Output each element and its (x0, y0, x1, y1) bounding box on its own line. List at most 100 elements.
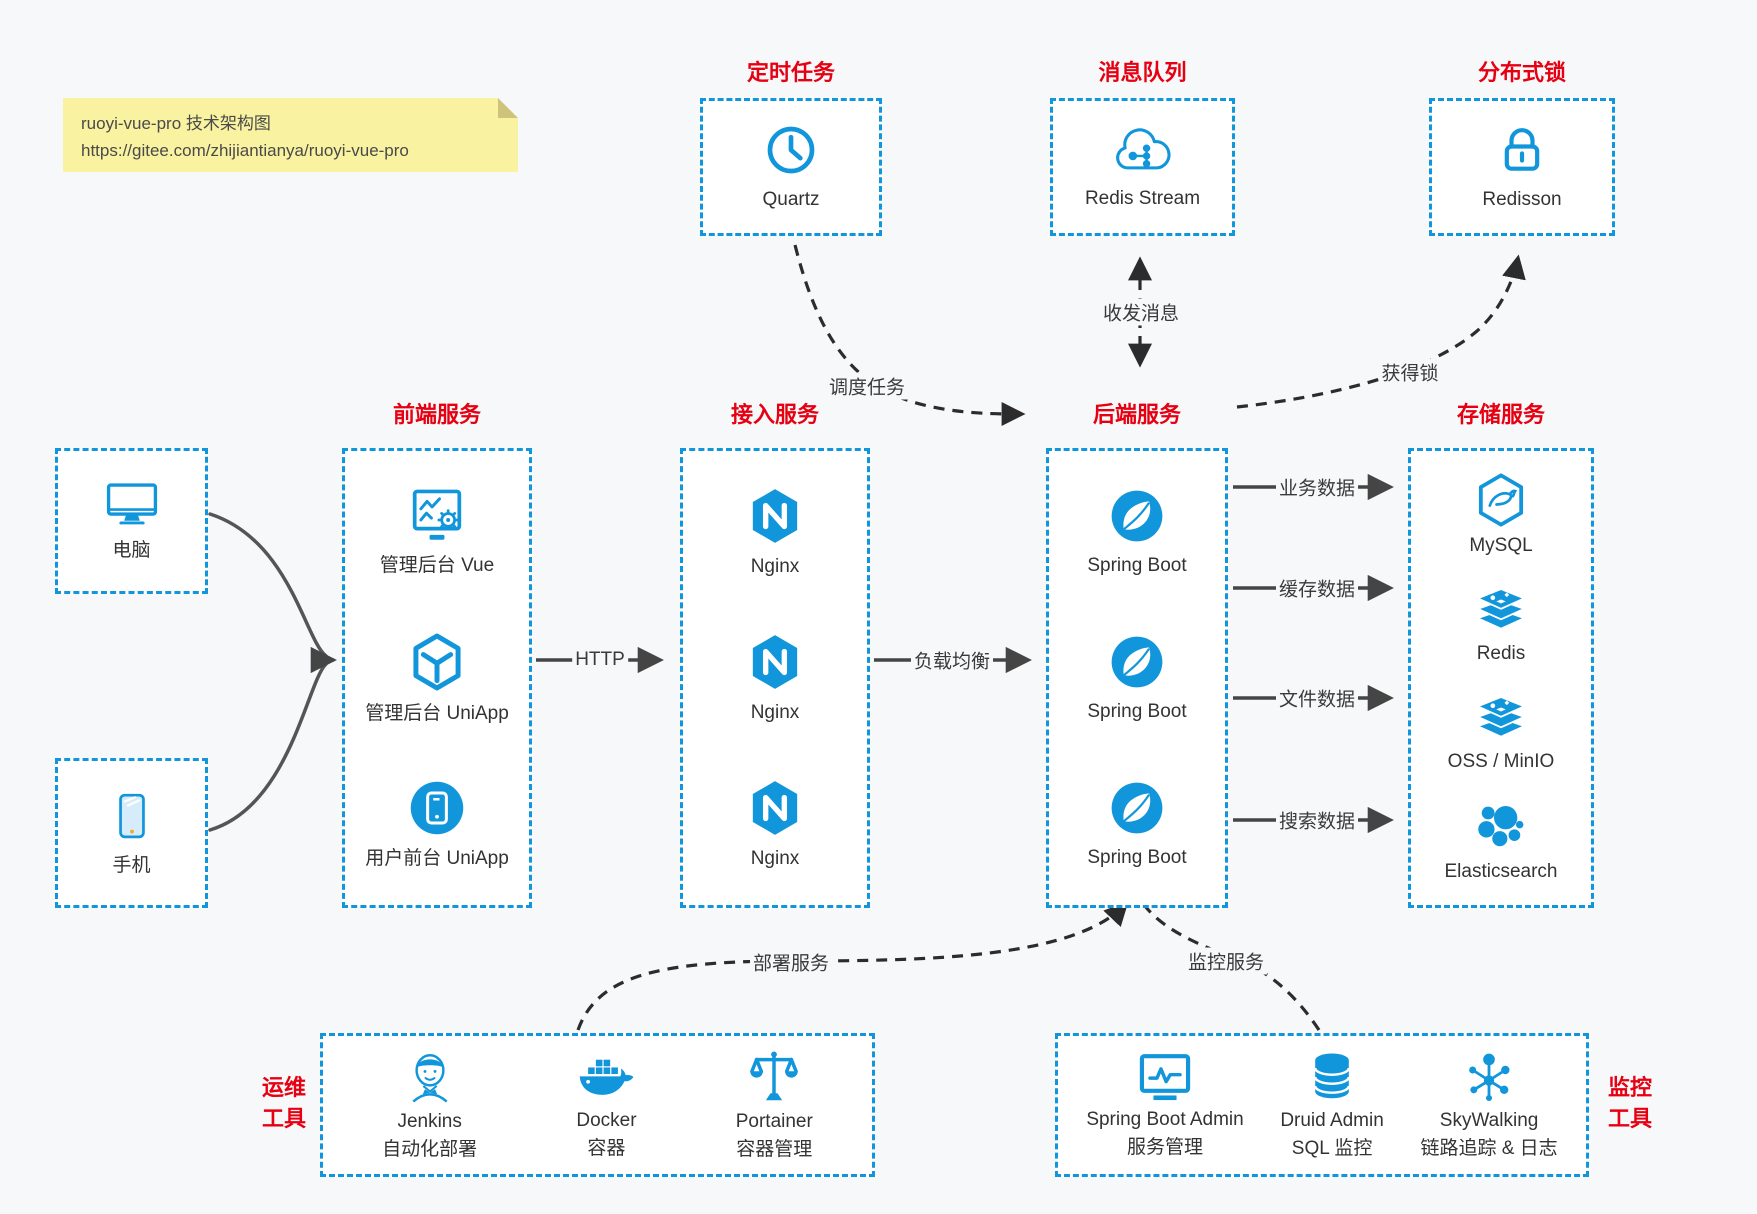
backend-item-label: Spring Boot (1087, 700, 1187, 722)
monitor-item-label-en: Spring Boot Admin (1086, 1109, 1244, 1131)
access-item-nginx: Nginx (747, 778, 803, 871)
mobile-client-label: 手机 (112, 855, 151, 877)
monitor-item-druid: Druid Admin SQL 监控 (1280, 1049, 1384, 1161)
backend-item-label: Spring Boot (1087, 554, 1187, 576)
cloud-share-icon (1115, 128, 1170, 170)
frontend-item-admin-uniapp: 管理后台 UniApp (365, 631, 509, 726)
monitor-item-label-zh: SQL 监控 (1291, 1138, 1373, 1159)
ops-side-label: 运维 工具 (261, 1075, 306, 1131)
docker-whale-icon (580, 1059, 634, 1096)
storage-item-label: Redis (1476, 643, 1526, 665)
schedule-task-label: 调度任务 (825, 372, 909, 400)
frontend-item-label: 管理后台 Vue (379, 555, 495, 577)
ops-item-label-en: Docker (576, 1110, 637, 1132)
storage-item-elasticsearch: Elasticsearch (1445, 800, 1558, 884)
schedule-task-arrow (793, 244, 1026, 426)
mq-box: Redis Stream (1050, 98, 1235, 236)
sticky-note-title: ruoyi-vue-pro 技术架构图 (81, 114, 271, 133)
mq-item-label: Redis Stream (1084, 188, 1201, 210)
deploy-service-label: 部署服务 (749, 948, 833, 976)
access-item-nginx: Nginx (747, 632, 803, 725)
jenkins-butler-icon (412, 1054, 448, 1103)
nginx-hexagon-icon (752, 488, 798, 543)
access-box: Nginx Nginx Nginx (680, 448, 870, 908)
frontend-item-vue: 管理后台 Vue (380, 485, 494, 578)
lock-box: Redisson (1429, 98, 1615, 236)
frontend-group-title: 前端服务 (392, 402, 481, 427)
monitor-item-label-zh: 服务管理 (1126, 1137, 1203, 1158)
portainer-scales-icon (750, 1051, 799, 1101)
spring-leaf-icon (1111, 490, 1163, 541)
pc-client-label: 电脑 (112, 540, 151, 562)
ops-tools-box: Jenkins 自动化部署 Docker 容器 (320, 1033, 875, 1177)
ops-item-label-zh: 自动化部署 (382, 1139, 478, 1160)
elasticsearch-cluster-icon (1478, 806, 1524, 847)
redis-stack-icon (1476, 588, 1526, 630)
acquire-lock-arrow (1236, 254, 1526, 409)
ops-item-label-en: Portainer (735, 1111, 813, 1133)
backend-item-springboot: Spring Boot (1087, 779, 1187, 870)
cache-data-label: 缓存数据 (1275, 574, 1359, 602)
backend-item-springboot: Spring Boot (1087, 487, 1187, 578)
ops-item-jenkins: Jenkins 自动化部署 (382, 1048, 477, 1162)
frontend-item-user-uniapp: 用户前台 UniApp (365, 778, 509, 871)
nginx-hexagon-icon (752, 780, 798, 835)
scheduler-item-label: Quartz (762, 189, 820, 211)
sticky-note-url: https://gitee.com/zhijiantianya/ruoyi-vu… (81, 141, 409, 161)
sticky-note-fold (498, 98, 518, 118)
load-balance-label: 负载均衡 (910, 646, 994, 674)
storage-item-oss-minio: OSS / MinIO (1447, 692, 1555, 774)
skywalking-topology-icon (1469, 1053, 1510, 1102)
monitor-item-label-en: SkyWalking (1439, 1110, 1539, 1132)
access-group-title: 接入服务 (730, 402, 819, 427)
monitor-item-label-zh: 链路追踪 & 日志 (1420, 1138, 1558, 1159)
ops-item-portainer: Portainer 容器管理 (736, 1048, 813, 1162)
clock-icon (767, 126, 815, 174)
access-item-label: Nginx (750, 701, 800, 723)
pc-client-box: 电脑 (55, 448, 208, 594)
backend-item-springboot: Spring Boot (1087, 633, 1187, 724)
http-label: HTTP (572, 649, 628, 671)
business-data-label: 业务数据 (1275, 473, 1359, 501)
mobile-client-box: 手机 (55, 758, 208, 908)
backend-box: Spring Boot Spring Boot Spring Boot (1046, 448, 1228, 908)
access-item-nginx: Nginx (747, 486, 803, 579)
nginx-hexagon-icon (752, 634, 798, 689)
storage-group-title: 存储服务 (1456, 402, 1545, 427)
access-item-label: Nginx (750, 847, 800, 869)
monitor-side-label: 监控 工具 (1607, 1075, 1652, 1131)
storage-item-redis: Redis (1473, 584, 1529, 666)
lock-group-title: 分布式锁 (1477, 60, 1566, 85)
smartphone-icon (118, 793, 145, 839)
frontend-box: 管理后台 Vue 管理后台 UniApp 用户前台 UniApp (342, 448, 532, 908)
file-data-label: 文件数据 (1275, 684, 1359, 712)
ops-item-docker: Docker 容器 (575, 1049, 637, 1161)
client-to-frontend-arrows (208, 512, 337, 832)
storage-item-label: Elasticsearch (1444, 861, 1558, 883)
access-item-label: Nginx (750, 555, 800, 577)
mq-group-title: 消息队列 (1098, 60, 1187, 85)
monitor-icon (106, 483, 157, 525)
storage-stack-icon (1476, 696, 1526, 738)
mysql-dolphin-hexagon-icon (1478, 473, 1524, 527)
backend-group-title: 后端服务 (1092, 402, 1181, 427)
monitor-item-springboot-admin: Spring Boot Admin 服务管理 (1086, 1050, 1244, 1160)
lock-icon (1504, 128, 1540, 171)
frontend-item-label: 用户前台 UniApp (365, 847, 509, 869)
storage-item-label: OSS / MinIO (1447, 751, 1555, 773)
storage-item-label: MySQL (1469, 535, 1533, 557)
monitor-service-label: 监控服务 (1184, 947, 1268, 975)
spring-leaf-icon (1111, 636, 1163, 687)
druid-database-icon (1314, 1053, 1351, 1099)
monitor-tools-box: Spring Boot Admin 服务管理 Druid Admin SQL 监… (1055, 1033, 1589, 1177)
frontend-item-label: 管理后台 UniApp (365, 702, 509, 724)
backend-item-label: Spring Boot (1087, 846, 1187, 868)
monitor-item-label-en: Druid Admin (1280, 1110, 1384, 1132)
storage-box: MySQL Redis (1408, 448, 1594, 908)
lock-item-label: Redisson (1482, 189, 1562, 211)
scheduler-box: Quartz (700, 98, 882, 236)
spring-leaf-icon (1111, 782, 1163, 833)
ops-item-label-zh: 容器 (587, 1138, 626, 1159)
ops-item-label-en: Jenkins (397, 1111, 462, 1133)
